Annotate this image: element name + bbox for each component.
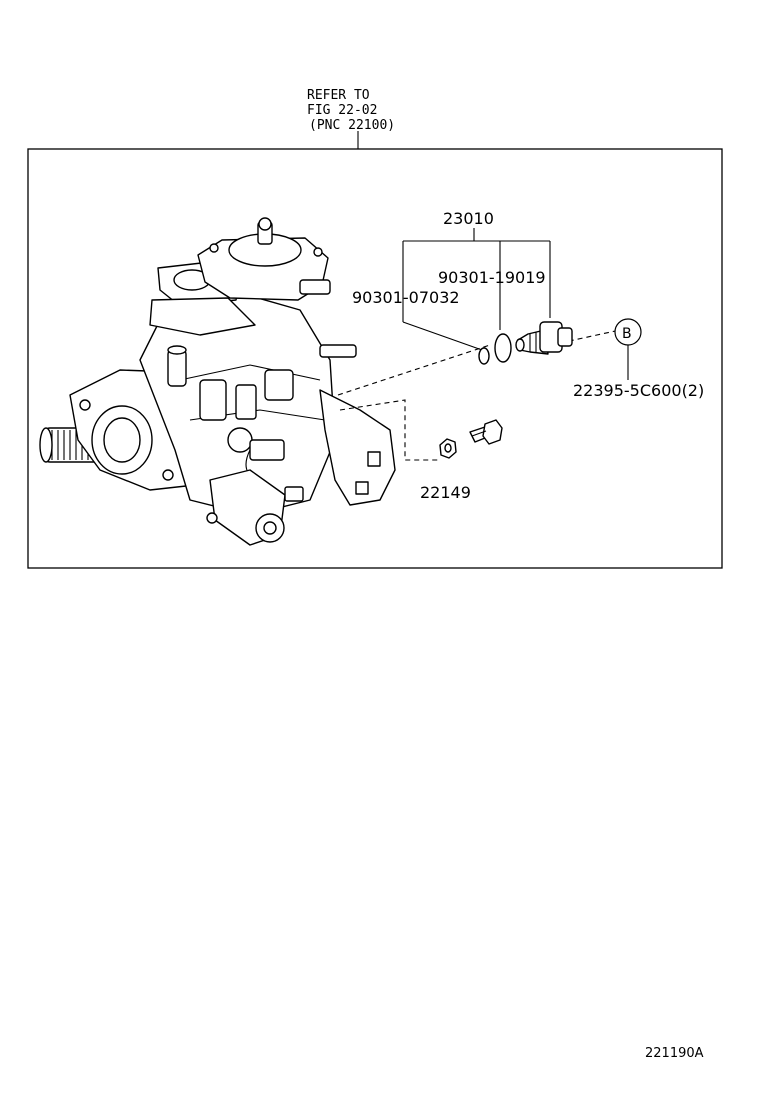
reference-line-1: REFER TO xyxy=(307,88,370,103)
part-label-23010: 23010 xyxy=(443,209,494,228)
reference-line-3: (PNC 22100) xyxy=(309,118,395,133)
injection-pump-illustration xyxy=(39,217,396,546)
reference-line-2: FIG 22-02 xyxy=(307,103,377,118)
pump-bracket xyxy=(319,389,396,506)
diagram-frame xyxy=(27,148,723,569)
part-label-90301-07032: 90301-07032 xyxy=(352,288,460,307)
reference-note: REFER TO FIG 22-02 (PNC 22100) xyxy=(307,88,395,149)
figure-code: 221190A xyxy=(645,1046,704,1061)
sensor-part xyxy=(515,321,573,355)
part-label-90301-19019: 90301-19019 xyxy=(438,268,546,287)
bolt-22149 xyxy=(469,419,503,445)
part-label-22395-5C600: 22395-5C600(2) xyxy=(573,381,704,400)
part-label-22149: 22149 xyxy=(420,483,471,502)
nut-22149 xyxy=(439,438,457,459)
o-ring-small xyxy=(478,347,490,365)
o-ring-large xyxy=(494,333,512,363)
callout-letter: B xyxy=(622,326,632,342)
leader-dash-sensor xyxy=(337,344,491,396)
